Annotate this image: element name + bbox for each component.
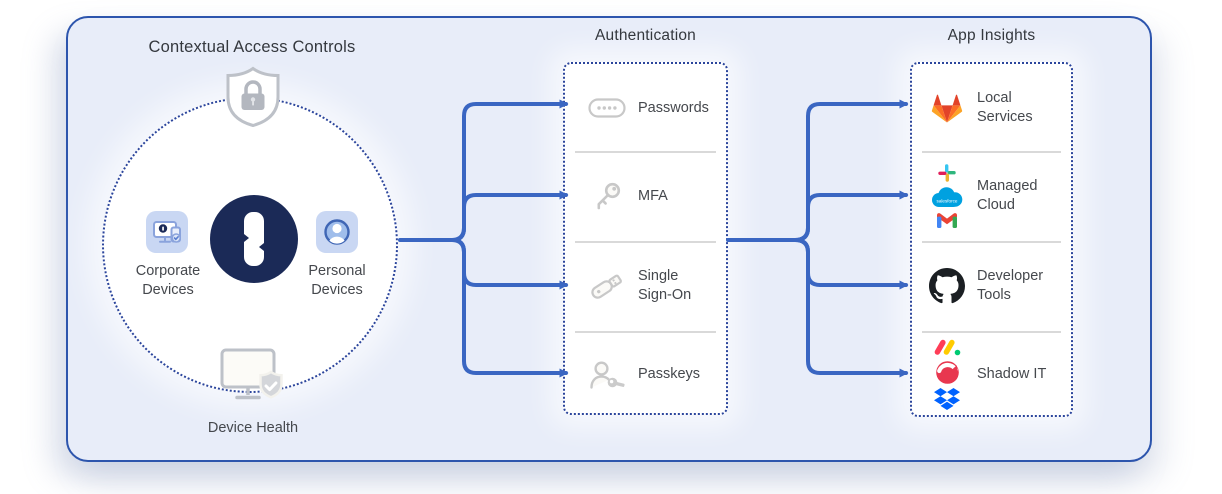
shield-lock-icon — [224, 66, 282, 133]
access-controls-title: Contextual Access Controls — [148, 38, 356, 56]
red-arrow-app-icon — [935, 361, 959, 384]
apps-item-managed-cloud: salesforce Managed Cloud — [912, 152, 1071, 240]
github-icon — [928, 268, 966, 304]
divider — [575, 241, 716, 243]
auth-item-sso: Single Sign-On — [565, 242, 726, 330]
auth-item-label: Passkeys — [638, 366, 701, 382]
svg-text:salesforce: salesforce — [937, 198, 958, 203]
apps-item-developer-tools: Developer Tools — [912, 242, 1071, 330]
shadow-it-icon-stack — [928, 338, 966, 411]
divider — [922, 241, 1061, 243]
gmail-icon — [937, 213, 957, 228]
apps-item-shadow-it: Shadow IT — [912, 332, 1071, 417]
device-health-icon — [220, 348, 288, 417]
app-insights-title: App Insights — [947, 27, 1036, 44]
passkey-icon — [587, 360, 627, 390]
divider — [575, 151, 716, 153]
auth-item-mfa: MFA — [565, 152, 726, 240]
divider — [575, 331, 716, 333]
salesforce-icon: salesforce — [932, 187, 963, 207]
1password-logo — [210, 195, 298, 288]
apps-item-label: Shadow IT — [977, 366, 1047, 382]
apps-item-label: Local Services — [977, 90, 1033, 125]
auth-item-passkeys: Passkeys — [565, 332, 726, 417]
corporate-devices-label: Corporate Devices — [135, 263, 201, 298]
gitlab-icon — [928, 92, 966, 124]
monday-icon — [934, 339, 961, 356]
authentication-box: Passwords MFA — [563, 62, 728, 415]
auth-item-label: MFA — [638, 187, 668, 204]
key-icon — [587, 181, 627, 211]
password-field-icon — [587, 98, 627, 118]
dropbox-icon — [934, 388, 960, 410]
slack-icon — [938, 164, 956, 182]
divider — [922, 331, 1061, 333]
auth-item-label: Single Sign-On — [638, 268, 692, 303]
device-health-label: Device Health — [207, 420, 299, 436]
usb-key-icon — [587, 270, 627, 302]
personal-devices-icon — [316, 211, 358, 258]
app-insights-box: Local Services salesforce — [910, 62, 1073, 417]
auth-item-label: Passwords — [638, 99, 709, 116]
apps-item-local-services: Local Services — [912, 64, 1071, 152]
personal-devices-label: Personal Devices — [308, 263, 366, 298]
managed-cloud-icon-stack: salesforce — [928, 164, 966, 228]
divider — [922, 151, 1061, 153]
authentication-title: Authentication — [594, 27, 697, 44]
corporate-devices-icon — [146, 211, 188, 258]
apps-item-label: Managed Cloud — [977, 178, 1038, 213]
auth-item-passwords: Passwords — [565, 64, 726, 152]
apps-item-label: Developer Tools — [977, 268, 1044, 303]
